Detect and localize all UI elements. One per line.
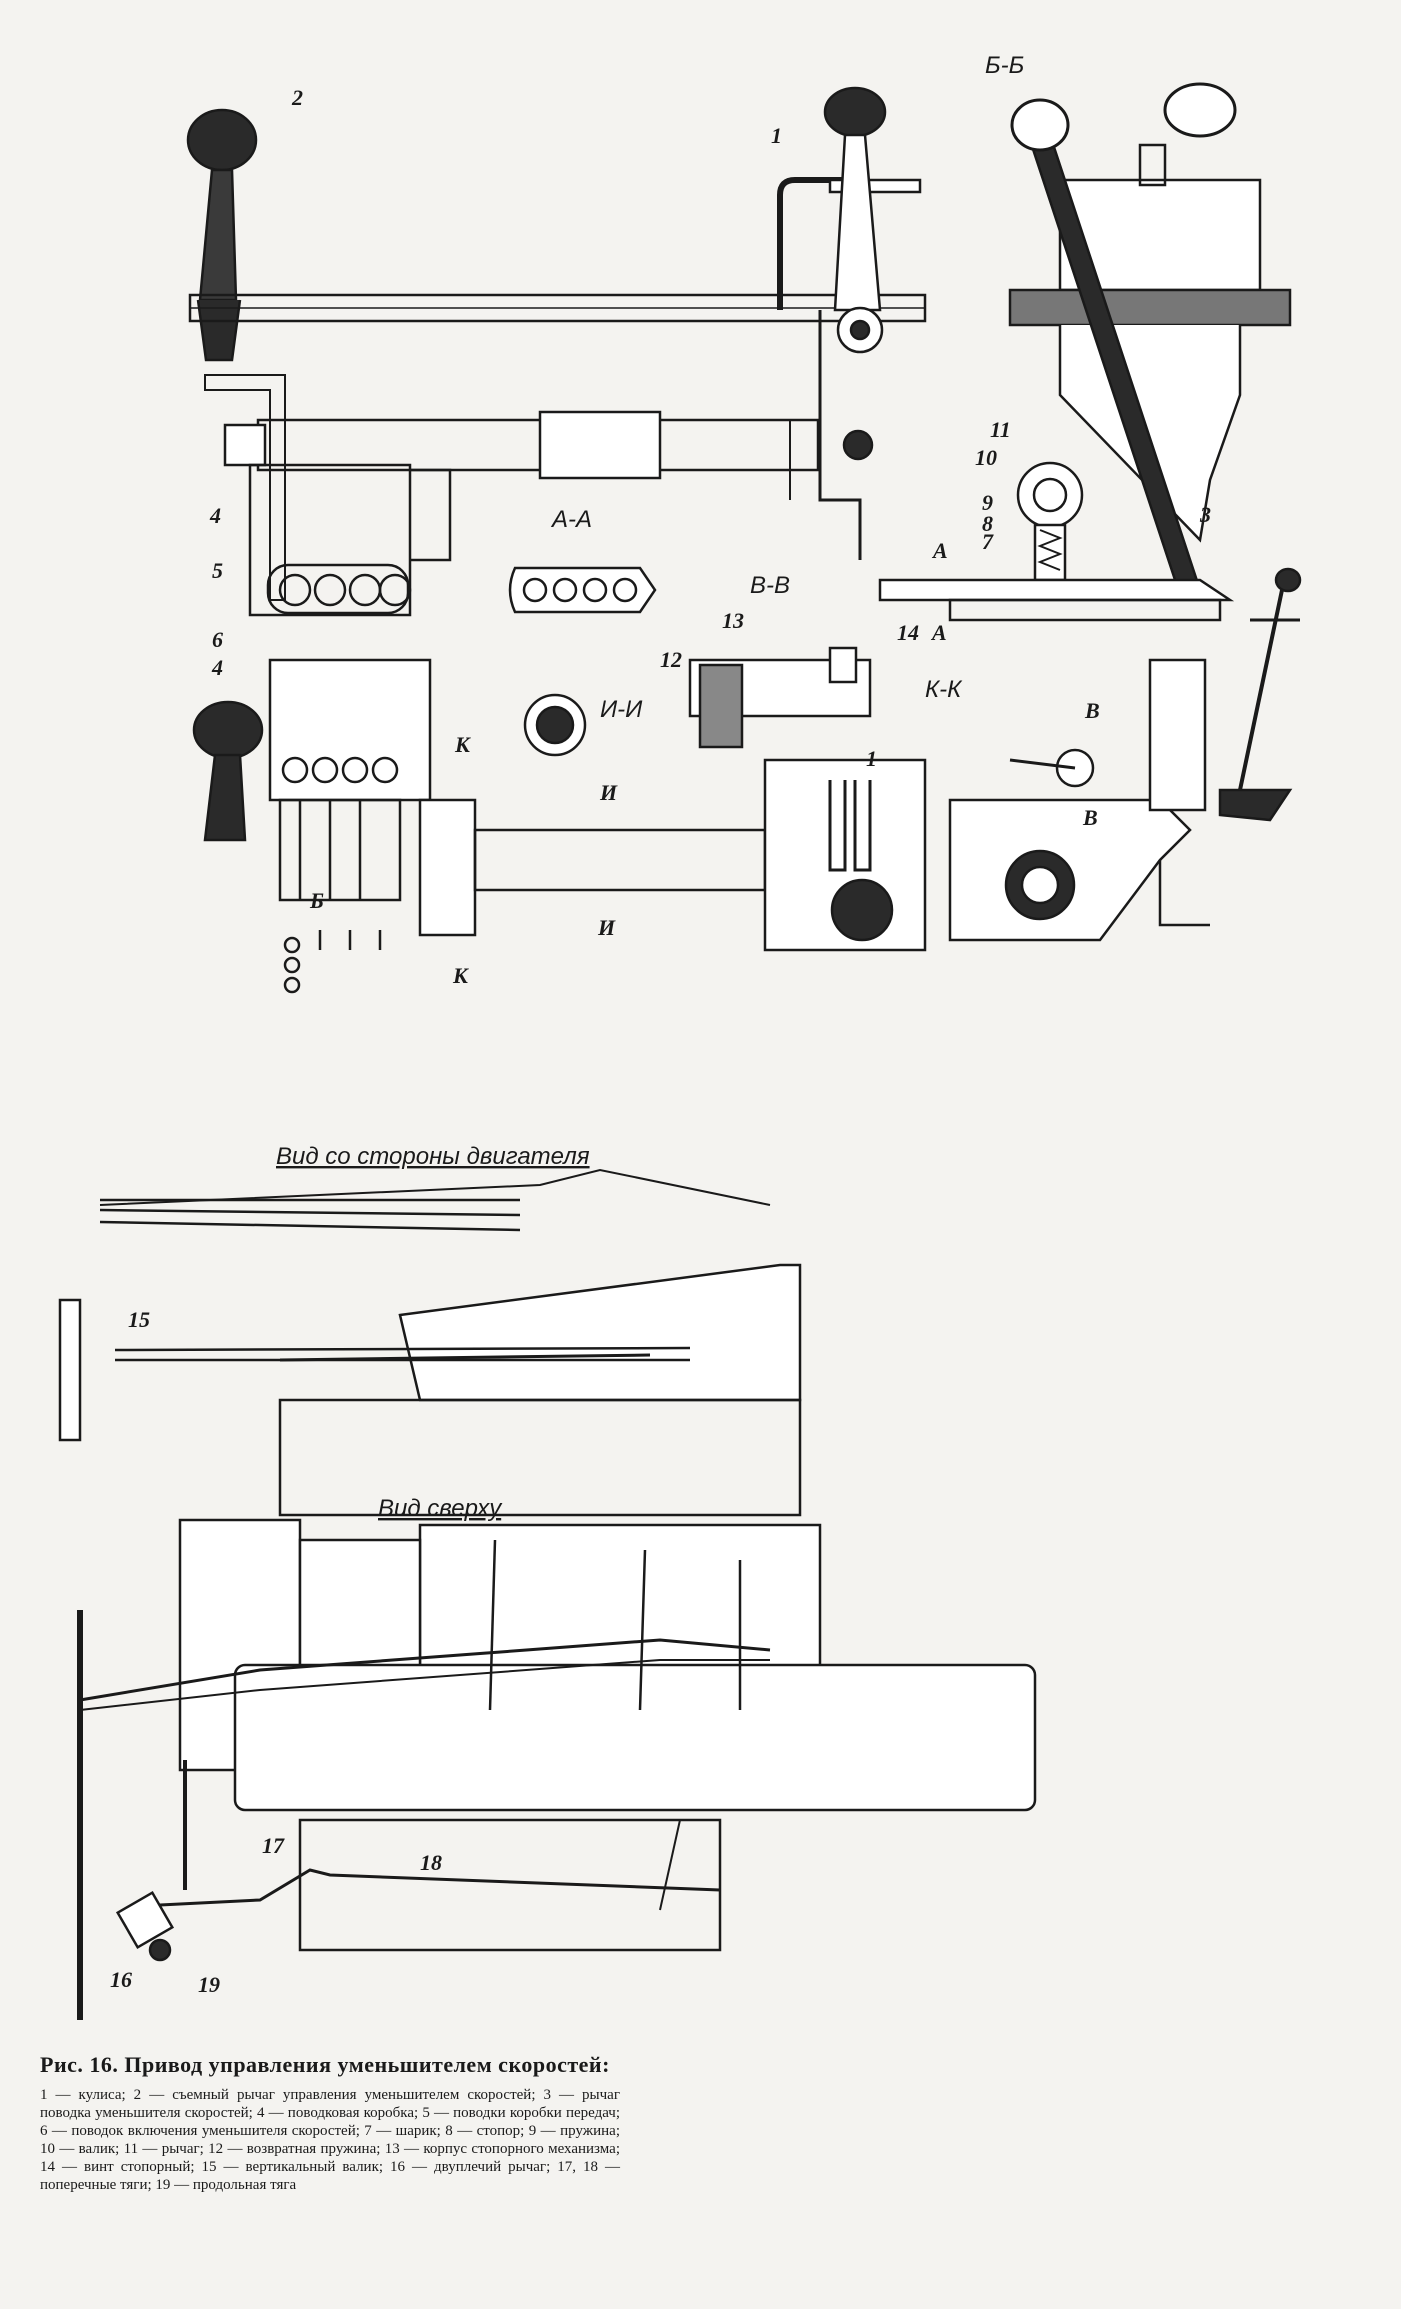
callout-9: 9 xyxy=(982,490,993,515)
callout-11: 11 xyxy=(990,417,1011,442)
section-bb-label: Б-Б xyxy=(985,52,1024,79)
mark-i-bottom: И xyxy=(597,915,616,940)
mark-b: Б xyxy=(309,888,324,913)
callout-4a: 4 xyxy=(209,503,221,528)
callout-2: 2 xyxy=(291,85,303,110)
callout-1b: 1 xyxy=(866,746,877,771)
callout-18: 18 xyxy=(420,1850,442,1875)
callout-15: 15 xyxy=(128,1307,150,1332)
section-vv-label: В-В xyxy=(750,572,790,599)
callout-4b: 4 xyxy=(211,655,223,680)
view-engine-label: Вид со стороны двигателя xyxy=(276,1143,590,1170)
section-ii-label: И-И xyxy=(600,696,643,723)
callout-12: 12 xyxy=(660,647,682,672)
callout-19: 19 xyxy=(198,1972,220,1997)
lever-shaft xyxy=(198,168,238,302)
mark-k-top: К xyxy=(454,732,471,757)
mark-i-top: И xyxy=(599,780,618,805)
mark-v-top: В xyxy=(1084,698,1100,723)
section-aa xyxy=(508,566,657,614)
mark-a-bottom: А xyxy=(930,620,947,645)
section-bb xyxy=(878,82,1292,622)
caption-legend: 1 — кулиса; 2 — съемный рычаг управления… xyxy=(40,2087,620,2193)
lever-knob xyxy=(186,108,258,172)
section-kk xyxy=(948,567,1302,942)
mark-a-top: А xyxy=(931,538,948,563)
callout-3: 3 xyxy=(1199,502,1211,527)
callout-7: 7 xyxy=(982,529,994,554)
engine-side-view xyxy=(58,1168,802,1517)
mark-v-bottom: В xyxy=(1082,805,1098,830)
section-vv xyxy=(688,646,872,749)
mark-k-bottom: К xyxy=(452,963,469,988)
callout-16: 16 xyxy=(110,1967,132,1992)
caption-title: Привод управления уменьшителем скоростей… xyxy=(124,2052,610,2077)
section-ii xyxy=(523,693,587,757)
callout-10: 10 xyxy=(975,445,997,470)
callout-1: 1 xyxy=(771,123,782,148)
top-assembly xyxy=(186,86,927,617)
caption-prefix: Рис. xyxy=(40,2052,84,2077)
view-top-label: Вид сверху xyxy=(378,1495,503,1522)
caption-title-line: Рис. 16. Привод управления уменьшителем … xyxy=(40,2052,620,2078)
callout-17: 17 xyxy=(262,1833,285,1858)
callout-6: 6 xyxy=(212,627,223,652)
callout-labels: 1 2 3 4 4 5 6 7 8 9 10 11 12 13 14 15 16… xyxy=(110,52,1211,1997)
callout-13: 13 xyxy=(722,608,744,633)
section-kk-label: К-К xyxy=(925,676,963,703)
figure-caption: Рис. 16. Привод управления уменьшителем … xyxy=(40,2052,620,2194)
lower-left-assembly xyxy=(192,658,927,994)
section-aa-label: А-А xyxy=(550,506,592,533)
caption-number: 16. xyxy=(89,2052,119,2077)
callout-8: 8 xyxy=(982,511,993,536)
callout-5: 5 xyxy=(212,558,223,583)
callout-14: 14 xyxy=(897,620,919,645)
top-view xyxy=(77,1518,1037,2020)
